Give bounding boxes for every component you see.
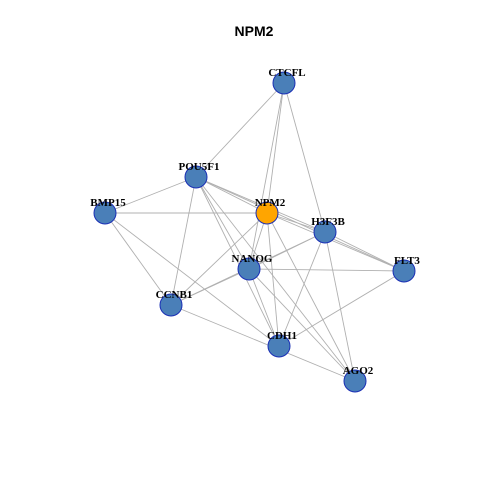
edge-flt3-cdh1 [278,270,405,347]
node-h3f3b: H3F3B [311,216,345,244]
node-label-nanog: NANOG [232,253,273,265]
edge-pou5f1-nanog [195,176,250,270]
edge-npm2-ccnb1 [170,212,268,306]
edge-pou5f1-ccnb1 [170,176,197,306]
node-label-bmp15: BMP15 [90,197,126,209]
edge-npm2-ago2 [266,212,356,382]
node-circle-h3f3b [313,220,337,244]
edge-layer [104,82,405,382]
node-pou5f1: POU5F1 [179,161,220,189]
node-label-ago2: AGO2 [343,365,374,377]
edge-pou5f1-bmp15 [104,176,197,214]
node-ctcfl: CTCFL [268,67,306,95]
node-nanog: NANOG [232,253,273,281]
node-label-pou5f1: POU5F1 [179,161,220,173]
node-circle-flt3 [392,259,416,283]
edge-ctcfl-nanog [248,82,285,270]
node-label-ctcfl: CTCFL [268,67,305,79]
edge-nanog-cdh1 [248,268,280,347]
edge-ctcfl-pou5f1 [195,82,285,178]
node-label-cdh1: CDH1 [267,330,297,342]
graph-title: NPM2 [235,23,274,39]
edge-nanog-ago2 [248,268,356,382]
node-circle-npm2 [255,201,279,225]
node-npm2: NPM2 [255,197,286,225]
node-circle-cdh1 [267,334,291,358]
edge-pou5f1-cdh1 [195,176,280,347]
edge-ctcfl-h3f3b [283,82,326,233]
node-cdh1: CDH1 [267,330,297,358]
edge-pou5f1-npm2 [195,176,268,214]
node-circle-ago2 [343,369,367,393]
node-label-npm2: NPM2 [255,197,286,209]
node-ago2: AGO2 [343,365,374,393]
edge-h3f3b-flt3 [324,231,405,272]
edge-ccnb1-ago2 [170,304,356,382]
node-circle-ccnb1 [159,293,183,317]
edge-ctcfl-npm2 [266,82,285,214]
edge-bmp15-cdh1 [104,212,280,347]
edge-h3f3b-ago2 [324,231,356,382]
node-circle-pou5f1 [184,165,208,189]
edge-nanog-flt3 [248,268,405,272]
node-label-flt3: FLT3 [394,255,420,267]
edge-h3f3b-cdh1 [278,231,326,347]
edge-bmp15-ccnb1 [104,212,172,306]
edge-npm2-flt3 [266,212,405,272]
node-circle-bmp15 [93,201,117,225]
node-ccnb1: CCNB1 [156,289,193,317]
edge-pou5f1-ago2 [195,176,356,382]
node-circle-nanog [237,257,261,281]
node-label-h3f3b: H3F3B [311,216,345,228]
node-flt3: FLT3 [392,255,420,283]
edge-nanog-ccnb1 [170,268,250,306]
node-bmp15: BMP15 [90,197,126,225]
node-label-ccnb1: CCNB1 [156,289,193,301]
edge-npm2-cdh1 [266,212,280,347]
node-circle-ctcfl [272,71,296,95]
